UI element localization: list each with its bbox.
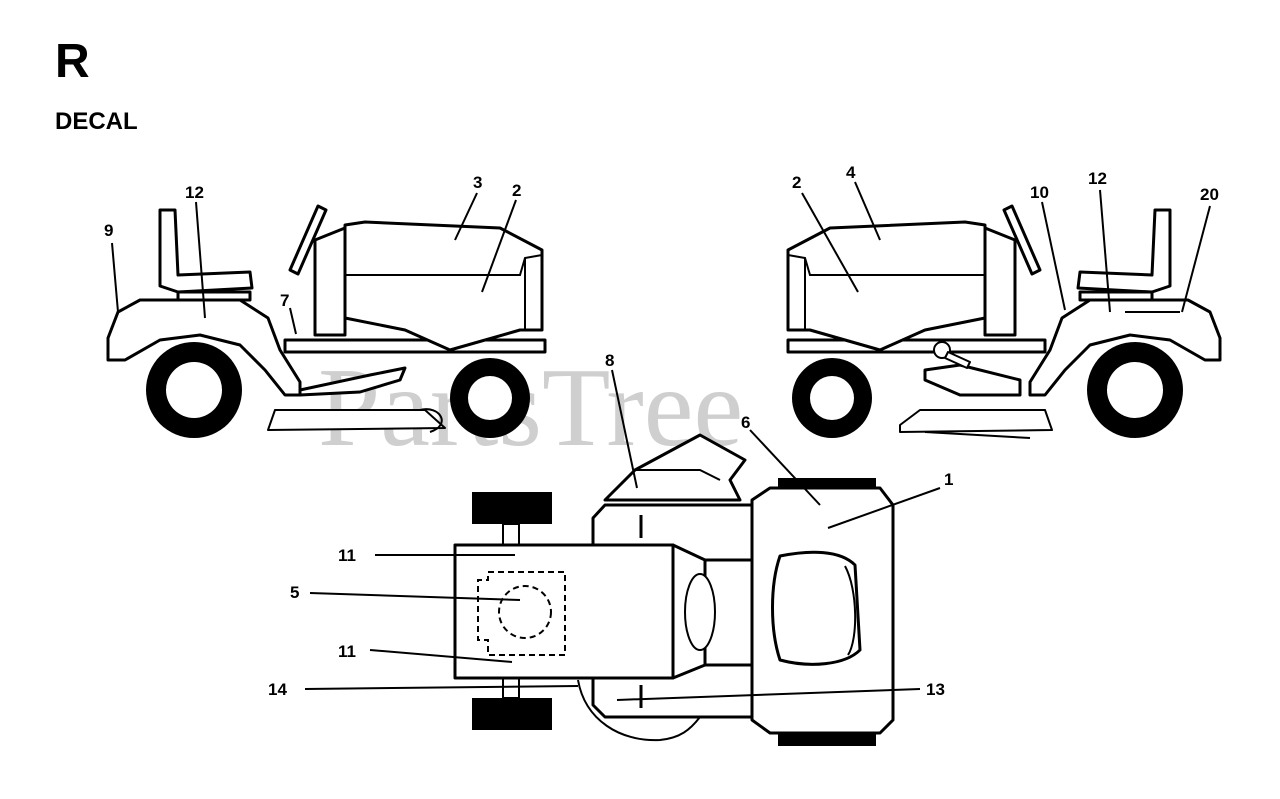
callout-9: 9: [104, 221, 113, 240]
section-title: DECAL: [55, 108, 138, 135]
callout-8: 8: [605, 351, 614, 370]
callout-2: 2: [792, 173, 801, 192]
callout-13: 13: [926, 680, 945, 699]
callout-2: 2: [512, 181, 521, 200]
leader-lines: [111, 181, 1211, 701]
callout-10: 10: [1030, 183, 1049, 202]
tractor-right-side-view: [786, 204, 1222, 439]
callout-12: 12: [185, 183, 204, 202]
tractor-left-side-view: [106, 204, 547, 438]
callout-14: 14: [268, 680, 287, 699]
section-letter: R: [55, 35, 90, 88]
callout-12: 12: [1088, 169, 1107, 188]
callout-3: 3: [473, 173, 482, 192]
callout-1: 1: [944, 470, 953, 489]
callout-4: 4: [846, 163, 856, 182]
tractor-top-view: [453, 433, 895, 746]
callout-7: 7: [280, 291, 289, 310]
callout-labels: 9 12 7 3 2 2 4 10 12 20 8 6 1 11 5 11 14…: [104, 163, 1219, 699]
callout-20: 20: [1200, 185, 1219, 204]
callout-6: 6: [741, 413, 750, 432]
callout-5: 5: [290, 583, 299, 602]
callout-11: 11: [338, 642, 356, 661]
callout-11: 11: [338, 546, 356, 565]
